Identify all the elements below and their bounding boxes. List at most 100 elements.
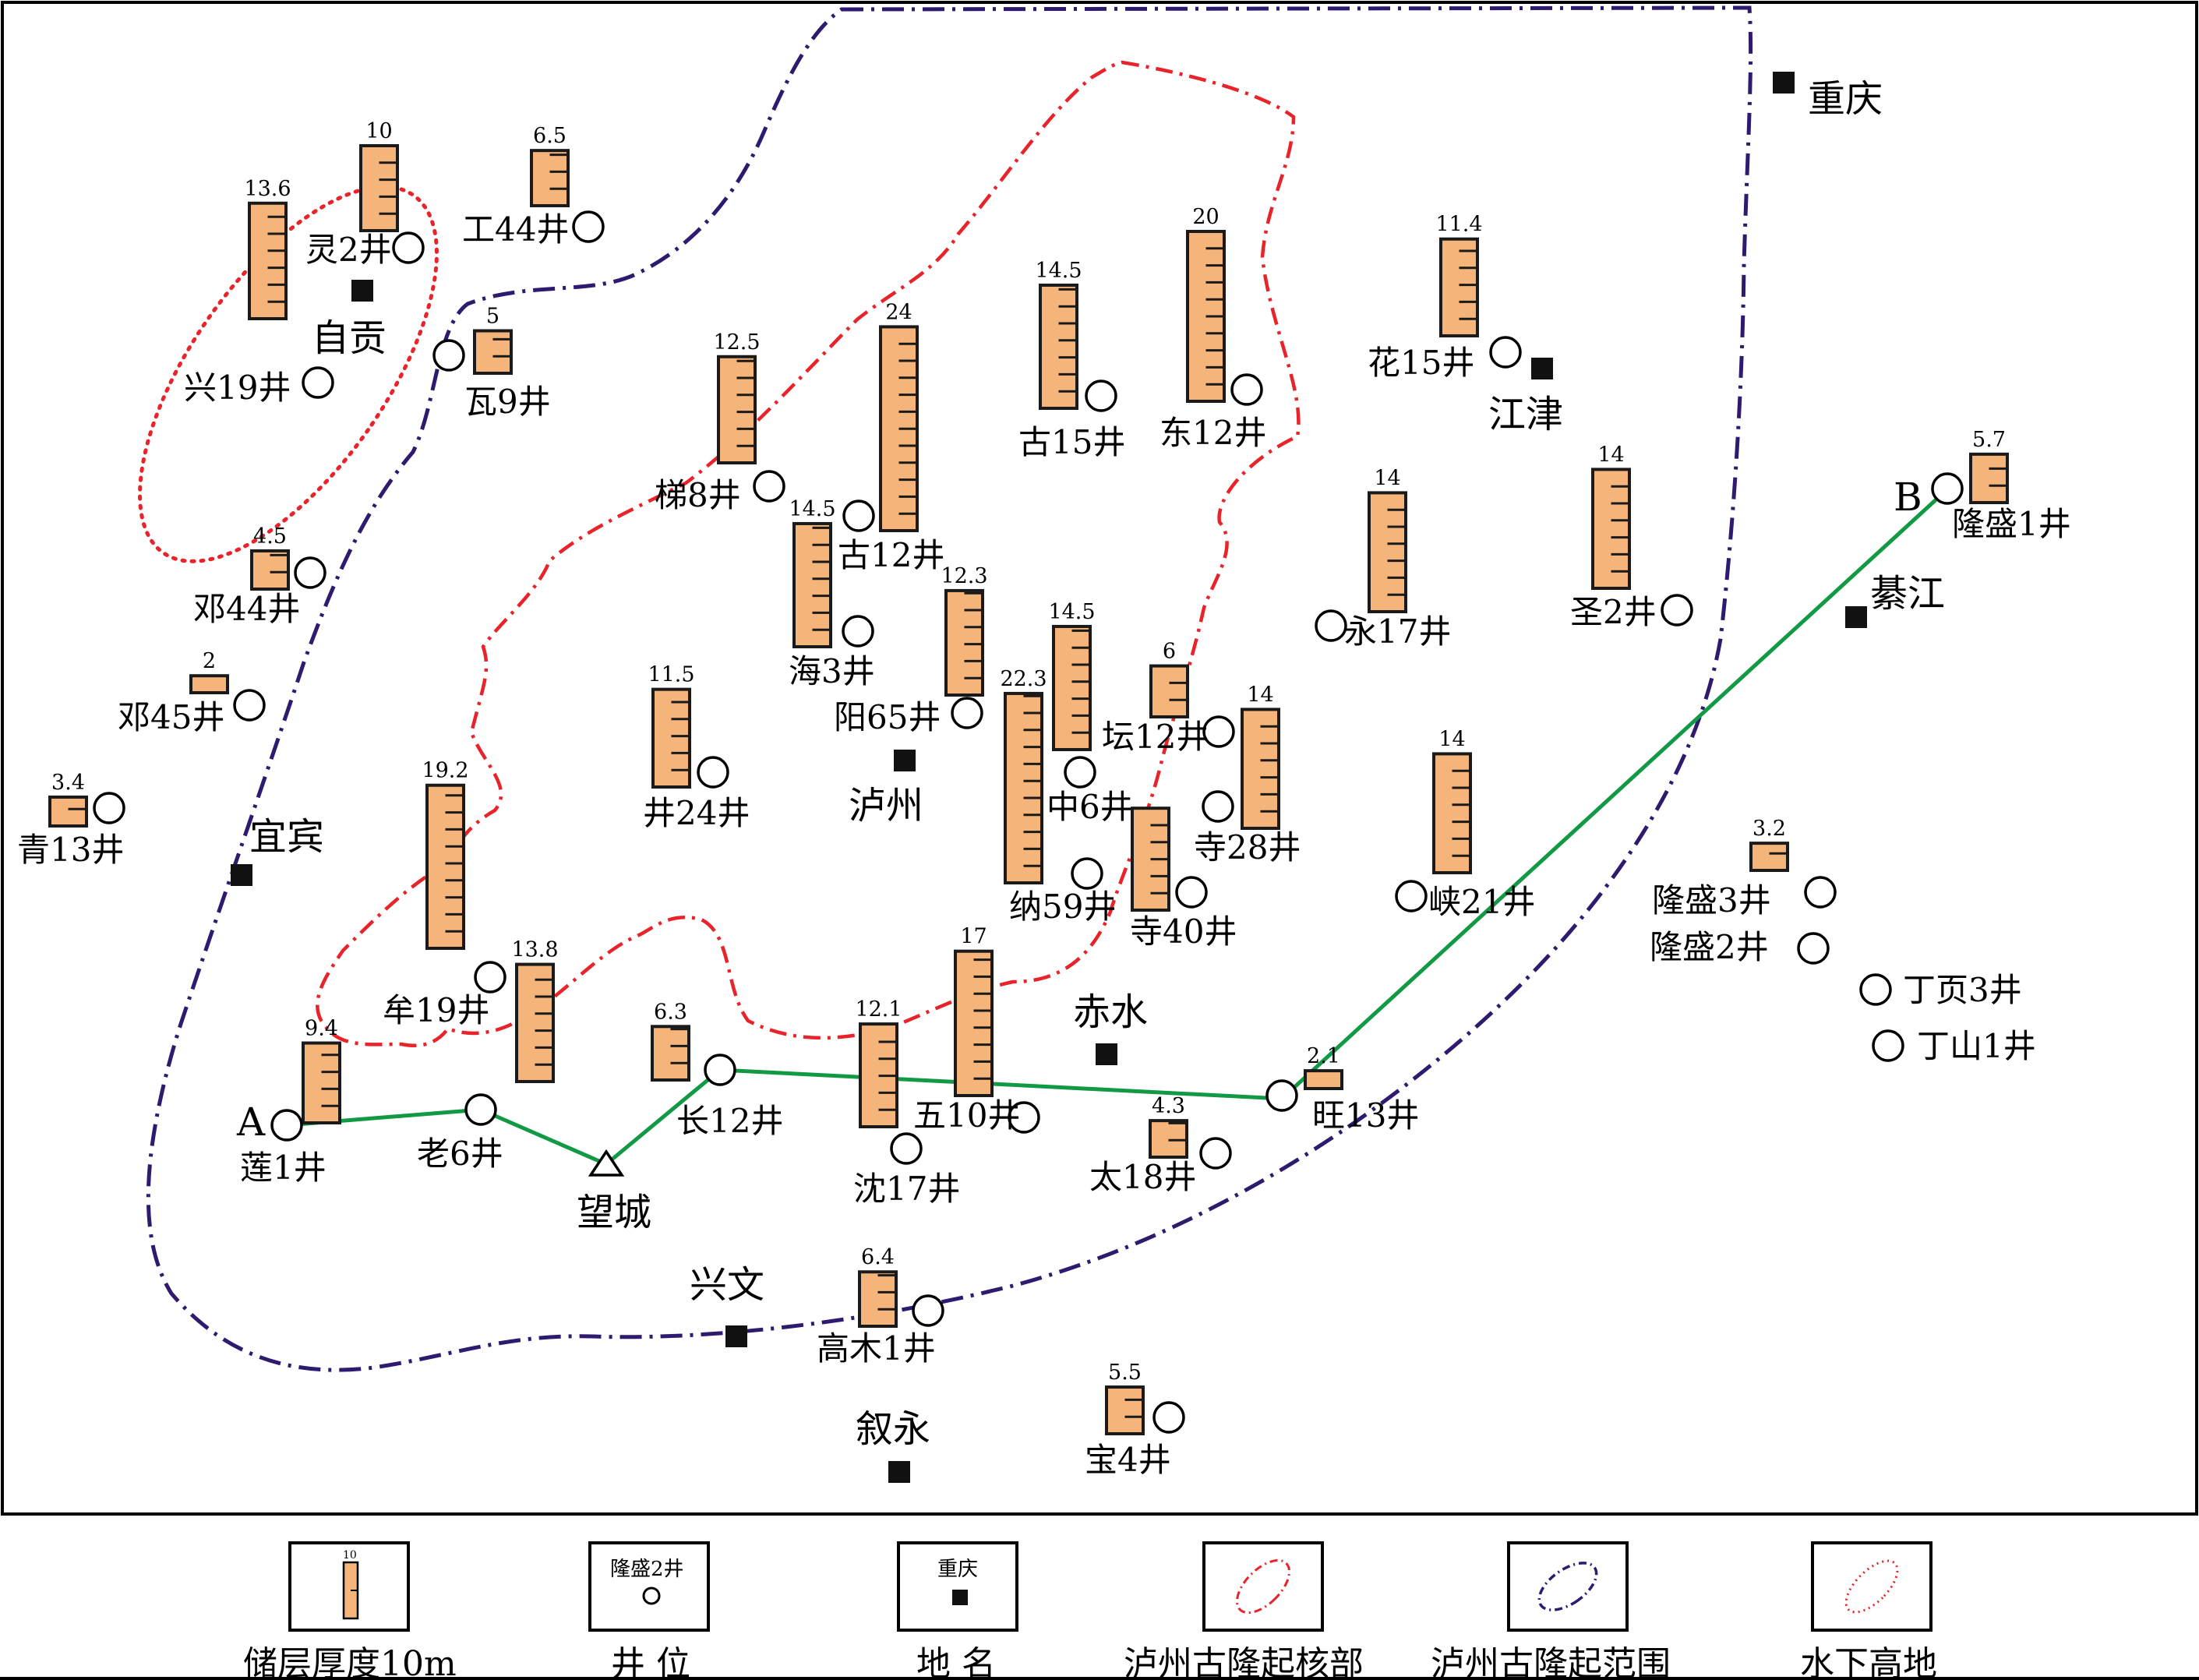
thickness-bar (1969, 452, 2009, 504)
well-circle-icon (890, 1132, 923, 1165)
well-circle-icon (1489, 336, 1522, 369)
well-name-label: 莲1井 (240, 1149, 326, 1187)
thickness-bar (48, 795, 88, 828)
wells-layer: 10灵2井13.6兴19井6.5工44井5瓦9井4.5邓44井2邓45井3.4青… (17, 119, 2071, 1479)
well-circle-icon (1202, 790, 1234, 823)
well-circle-icon (1152, 1401, 1185, 1434)
legend-well-label: 井 位 (611, 1644, 690, 1680)
thickness-bar (954, 949, 994, 1097)
well-circle-icon (1175, 876, 1208, 909)
thickness-value-label: 19.2 (422, 759, 468, 783)
well-name-label: 永17井 (1344, 612, 1451, 651)
well-name-label: 太18井 (1089, 1158, 1196, 1196)
thickness-value-label: 6.3 (654, 1000, 687, 1024)
thickness-value-label: 5.5 (1108, 1361, 1142, 1385)
legend: 10 储层厚度10m 隆盛2井 井 位 重庆 地 名 泸州古隆起核部 泸州古隆起… (243, 1541, 1937, 1680)
city-name-label: 自贡 (312, 316, 387, 360)
thickness-value-label: 5.7 (1972, 428, 2006, 452)
well-name-label: 古12井 (838, 536, 944, 574)
thickness-bar (1149, 664, 1189, 718)
well-circle-icon (842, 615, 874, 648)
thickness-bar (1052, 624, 1092, 752)
city-marker: 重庆 (1773, 72, 1883, 121)
well-circle-icon (1931, 472, 1964, 505)
legend-box-well (588, 1541, 710, 1632)
thickness-value-label: 4.5 (253, 524, 287, 549)
section-end-label: B (1894, 475, 1922, 520)
thickness-value-label: 12.1 (855, 997, 902, 1022)
well-name-label: 丁山1井 (1917, 1027, 2036, 1065)
well-name-label: 隆盛3井 (1652, 881, 1771, 919)
well-circle-icon (1008, 1101, 1040, 1134)
thickness-value-label: 2 (203, 649, 216, 673)
thickness-value-label: 9.4 (305, 1017, 338, 1041)
well-circle-icon (270, 1109, 303, 1142)
well-name-label: 工44井 (462, 210, 569, 249)
thickness-bar (1241, 708, 1280, 831)
well-circle-icon (1797, 932, 1830, 965)
well-circle-icon (697, 756, 729, 789)
well-circle-icon (1872, 1029, 1904, 1062)
well-circle-icon (392, 231, 425, 264)
city-square-icon (1531, 358, 1553, 379)
well-name-label: 沈17井 (853, 1170, 960, 1208)
well-circle-icon (1199, 1137, 1232, 1170)
thickness-bar (248, 201, 288, 321)
city-name-label: 叙永 (856, 1407, 930, 1451)
legend-box-thickness (288, 1541, 410, 1632)
underwater-highland-boundary (138, 185, 439, 563)
thickness-value-label: 3.4 (51, 771, 85, 795)
thickness-value-label: 14.5 (1048, 600, 1095, 624)
well-circle-icon (1230, 373, 1263, 406)
well-name-label: 邓44井 (193, 590, 300, 628)
well-marker: 9.4 莲1井 (240, 1017, 341, 1187)
thickness-value-label: 24 (885, 300, 912, 324)
cross-section-line-a-b (286, 487, 1950, 1166)
well-name-label: 峡21井 (1428, 883, 1535, 921)
well-name-label: 五10井 (913, 1096, 1020, 1135)
well-circle-icon (1859, 973, 1892, 1006)
city-name-label: 泸州 (849, 784, 923, 828)
well-name-label: 古15井 (1018, 423, 1125, 461)
thickness-value-label: 14.5 (789, 497, 835, 521)
thickness-bar (359, 144, 399, 232)
map-frame (1, 1, 2198, 1516)
well-name-label: 隆盛2井 (1650, 928, 1769, 966)
thickness-value-label: 14 (1247, 683, 1273, 707)
well-name-label: 丁页3井 (1903, 971, 2022, 1009)
well-name-label: 圣2井 (1570, 593, 1657, 631)
outcrop-triangle-icon (588, 1149, 625, 1177)
thickness-bar (1304, 1069, 1343, 1090)
thickness-value-label: 22.3 (1000, 667, 1047, 691)
well-name-label: 青13井 (17, 831, 124, 869)
well-name-label: 梯8井 (655, 476, 741, 514)
well-name-label: 兴19井 (184, 369, 291, 407)
city-name-label: 赤水 (1073, 990, 1148, 1034)
city-marker: 江津 (1488, 358, 1563, 436)
legend-place-square-icon (952, 1590, 968, 1605)
thickness-bar (792, 521, 832, 649)
city-square-icon (894, 750, 916, 771)
thickness-value-label: 13.8 (511, 938, 558, 962)
well-name-label: 高木1井 (817, 1329, 936, 1368)
thickness-bar (651, 1025, 690, 1082)
well-circle-icon (1085, 379, 1117, 412)
well-circle-icon (842, 499, 875, 532)
legend-range-label: 泸州古隆起范围 (1431, 1644, 1671, 1680)
well-circle-icon (1202, 715, 1235, 748)
city-name-label: 重庆 (1808, 77, 1883, 121)
